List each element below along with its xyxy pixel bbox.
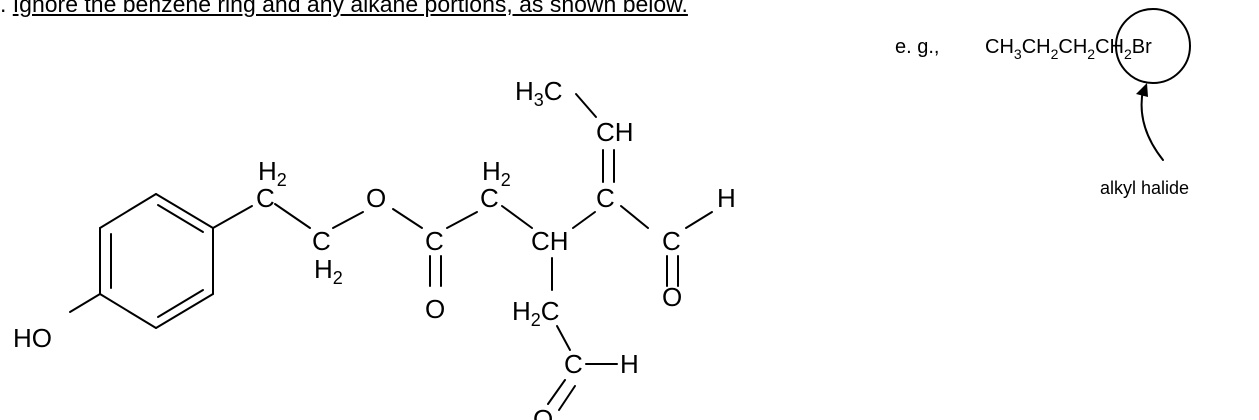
alkyl-halide-highlight-circle: [1115, 8, 1191, 84]
atom-c2: C: [312, 226, 331, 256]
atom-c2-h2: H2: [314, 254, 343, 288]
bond-c2-o: [332, 211, 364, 229]
atom-o-carbonyl: O: [425, 294, 445, 324]
example-label: alkyl halide: [1100, 178, 1189, 198]
instruction-text: Ignore the benzene ring and any alkane p…: [12, 0, 688, 17]
bond-ald2-o-1: [547, 379, 566, 405]
bond-ring-c1: [212, 205, 253, 229]
atom-c3-h2: H2: [482, 156, 511, 190]
bond-methyl: [575, 93, 597, 118]
bond-carbonyl-c3: [446, 211, 478, 229]
curved-arrow: [1140, 89, 1164, 161]
atom-c-carbonyl: C: [425, 226, 444, 256]
instruction-number: .: [0, 0, 7, 17]
molecule: HO C H2 C H2 O C O C H2 CH C CH H3: [13, 76, 736, 420]
atom-methyl: H3C: [515, 76, 563, 110]
example-formula: CH3CH2CH2CH2Br: [985, 36, 1152, 62]
bond-o-carbonyl: [392, 208, 423, 229]
bond-ch-alkene: [572, 211, 596, 229]
example-prefix: e. g.,: [895, 36, 939, 58]
bond-c3-ch: [501, 205, 533, 229]
atom-c-alkene: C: [596, 183, 615, 213]
atom-ch-center: CH: [531, 226, 569, 256]
bond-ald1-h: [685, 211, 713, 229]
atom-h-ald2: H: [620, 349, 639, 379]
instruction: . Ignore the benzene ring and any alkane…: [0, 0, 688, 18]
atom-ho: HO: [13, 323, 52, 353]
atom-ch-alkene: CH: [596, 117, 634, 147]
atom-o-ester: O: [366, 183, 386, 213]
bond-ald2-o-2: [558, 385, 576, 411]
atom-h2c: H2C: [512, 296, 560, 330]
atom-c1: C: [256, 183, 275, 213]
atom-c-ald2: C: [564, 349, 583, 379]
atom-c3: C: [480, 183, 499, 213]
atom-o-ald1: O: [662, 282, 682, 312]
atom-h-ald1: H: [717, 183, 736, 213]
bond-alkene-ald1: [620, 205, 649, 229]
bond-ring-oh: [69, 293, 101, 313]
example: e. g., CH3CH2CH2CH2Br alkyl halide: [895, 8, 1191, 198]
atom-c1-h2: H2: [258, 156, 287, 190]
arrow-head-icon: [1136, 83, 1148, 97]
bond-c1-c2: [274, 203, 311, 229]
bond-ch2-ald2: [556, 325, 571, 351]
atom-o-ald2: O: [533, 404, 553, 420]
benzene-ring: [99, 193, 214, 329]
atom-c-ald1: C: [662, 226, 681, 256]
